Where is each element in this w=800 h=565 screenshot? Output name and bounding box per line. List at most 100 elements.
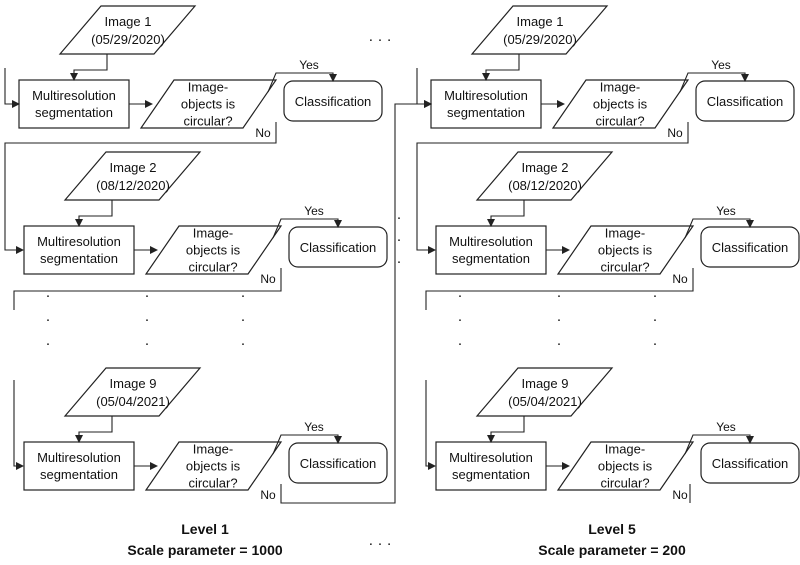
- classification-label: Classification: [712, 456, 789, 471]
- no-loop-arrow: [4, 122, 277, 254]
- image-date: (08/12/2020): [96, 178, 170, 193]
- image-to-segmentation-arrow: [75, 200, 113, 227]
- yes-arrow: [267, 72, 337, 93]
- flow-row: Image 9(05/04/2021)Multiresolutionsegmen…: [23, 367, 388, 502]
- segmentation-label: Multiresolution: [444, 88, 528, 103]
- image-to-segmentation-arrow: [70, 54, 108, 81]
- decision-label: circular?: [183, 114, 232, 129]
- decision-label: circular?: [600, 476, 649, 491]
- segmentation-node: [23, 225, 135, 275]
- continuation-arrow: [425, 380, 436, 470]
- decision-label: objects is: [181, 97, 236, 112]
- segmentation-node: [23, 441, 135, 491]
- classification-label: Classification: [707, 94, 784, 109]
- segmentation-node: [435, 441, 547, 491]
- yes-label: Yes: [716, 420, 736, 434]
- decision-label: Image-: [605, 442, 645, 457]
- decision-label: objects is: [598, 243, 653, 258]
- segmentation-label: segmentation: [452, 251, 530, 266]
- segmentation-label: segmentation: [40, 251, 118, 266]
- vertical-dot: ·: [241, 311, 246, 328]
- segmentation-label: segmentation: [35, 105, 113, 120]
- yes-label: Yes: [304, 204, 324, 218]
- circularity-decision-node: [144, 441, 283, 491]
- image-title: Image 2: [522, 160, 569, 175]
- flow-row: Image 2(08/12/2020)Multiresolutionsegmen…: [23, 151, 388, 286]
- vertical-dot: ·: [241, 287, 246, 304]
- image-title: Image 2: [110, 160, 157, 175]
- no-label: No: [260, 272, 276, 286]
- decision-label: objects is: [598, 459, 653, 474]
- decision-label: objects is: [186, 243, 241, 258]
- vertical-dot: ·: [653, 335, 658, 352]
- image-date: (05/04/2021): [508, 394, 582, 409]
- image-input-node: [475, 367, 614, 417]
- decision-label: objects is: [186, 459, 241, 474]
- circularity-decision-node: [556, 225, 695, 275]
- level-1-title: Level 1: [181, 521, 229, 537]
- image-to-segmentation-arrow: [487, 416, 525, 443]
- vertical-dot: ·: [557, 335, 562, 352]
- image-title: Image 9: [522, 376, 569, 391]
- image-date: (05/29/2020): [503, 32, 577, 47]
- vertical-dot: ·: [46, 287, 51, 304]
- flow-row: Image 9(05/04/2021)Multiresolutionsegmen…: [435, 367, 800, 502]
- classification-label: Classification: [300, 456, 377, 471]
- yes-arrow: [272, 434, 342, 455]
- decision-label: circular?: [595, 114, 644, 129]
- yes-label: Yes: [711, 58, 731, 72]
- circularity-decision-node: [556, 441, 695, 491]
- image-input-node: [63, 367, 202, 417]
- segmentation-node: [18, 79, 130, 129]
- decision-label: Image-: [600, 80, 640, 95]
- middle-vertical-dot: ·: [397, 209, 402, 226]
- vertical-dot: ·: [145, 335, 150, 352]
- level-1-scale: Scale parameter = 1000: [127, 542, 282, 558]
- image-input-node: [58, 5, 197, 55]
- yes-arrow: [684, 218, 754, 239]
- vertical-dot: ·: [46, 335, 51, 352]
- yes-arrow: [272, 218, 342, 239]
- vertical-dot: ·: [458, 287, 463, 304]
- yes-arrow: [684, 434, 754, 455]
- decision-label: Image-: [193, 442, 233, 457]
- image-input-node: [63, 151, 202, 201]
- flow-row: Image 1(05/29/2020)Multiresolutionsegmen…: [18, 5, 383, 140]
- image-title: Image 1: [105, 14, 152, 29]
- classification-label: Classification: [300, 240, 377, 255]
- image-to-segmentation-arrow: [487, 200, 525, 227]
- circularity-decision-node: [551, 79, 690, 129]
- middle-vertical-dot: ·: [397, 253, 402, 270]
- no-label: No: [672, 272, 688, 286]
- no-continuation-line: [425, 268, 694, 310]
- middle-vertical-dot: ·: [397, 231, 402, 248]
- segmentation-label: Multiresolution: [32, 88, 116, 103]
- yes-label: Yes: [716, 204, 736, 218]
- no-continuation-line: [13, 268, 282, 310]
- decision-label: Image-: [193, 226, 233, 241]
- circularity-decision-node: [144, 225, 283, 275]
- segmentation-label: Multiresolution: [449, 234, 533, 249]
- no-loop-arrow: [416, 122, 689, 254]
- yes-arrow: [679, 72, 749, 93]
- classification-label: Classification: [712, 240, 789, 255]
- vertical-dot: ·: [458, 335, 463, 352]
- decision-label: circular?: [188, 260, 237, 275]
- segmentation-label: Multiresolution: [37, 450, 121, 465]
- bottom-ellipsis: · · ·: [368, 535, 391, 552]
- image-date: (08/12/2020): [508, 178, 582, 193]
- vertical-dot: ·: [653, 287, 658, 304]
- image-title: Image 9: [110, 376, 157, 391]
- continuation-arrow: [13, 380, 24, 470]
- vertical-dot: ·: [653, 311, 658, 328]
- vertical-dot: ·: [557, 311, 562, 328]
- no-label: No: [672, 488, 688, 502]
- vertical-dot: ·: [145, 287, 150, 304]
- segmentation-label: segmentation: [447, 105, 525, 120]
- yes-label: Yes: [304, 420, 324, 434]
- flow-row: Image 2 (08/12/2020) Multiresolution segmen…: [435, 151, 800, 286]
- no-label: No: [255, 126, 271, 140]
- vertical-dot: ·: [241, 335, 246, 352]
- vertical-dot: ·: [458, 311, 463, 328]
- segmentation-label: Multiresolution: [449, 450, 533, 465]
